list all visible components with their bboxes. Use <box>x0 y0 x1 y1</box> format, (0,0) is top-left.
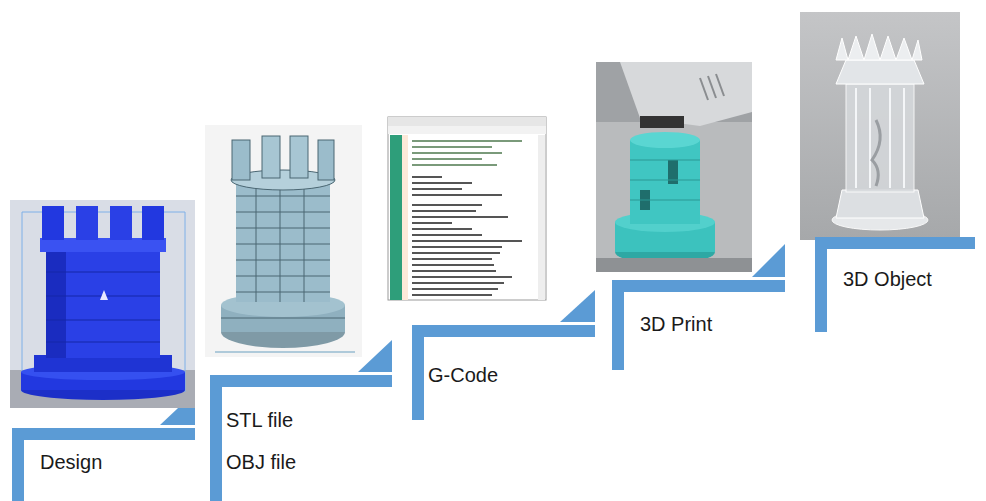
step-shape <box>210 375 392 501</box>
step-label: 3D Object <box>843 267 932 291</box>
gcode-window <box>388 117 546 300</box>
step-label: STL file <box>226 408 293 432</box>
step-shape <box>12 428 195 501</box>
step-band: 3D Print <box>612 280 785 370</box>
step-label: 3D Print <box>640 312 712 336</box>
band-fill <box>815 237 975 332</box>
step-label: OBJ file <box>226 450 296 474</box>
band-fill <box>210 375 392 501</box>
mesh-rook <box>205 125 362 357</box>
band-fill <box>412 325 595 420</box>
step-band: Design <box>12 428 195 501</box>
step-band: 3D Object <box>815 237 975 332</box>
step-band: STL fileOBJ file <box>210 375 392 501</box>
printing-photo <box>596 62 752 272</box>
step-label: Design <box>40 450 102 474</box>
step-band: G-Code <box>412 325 595 420</box>
band-fill <box>12 428 195 501</box>
design-rook <box>10 200 195 408</box>
step-label: G-Code <box>428 363 498 387</box>
resin-rook-photo <box>800 12 960 240</box>
band-fill <box>612 280 785 370</box>
